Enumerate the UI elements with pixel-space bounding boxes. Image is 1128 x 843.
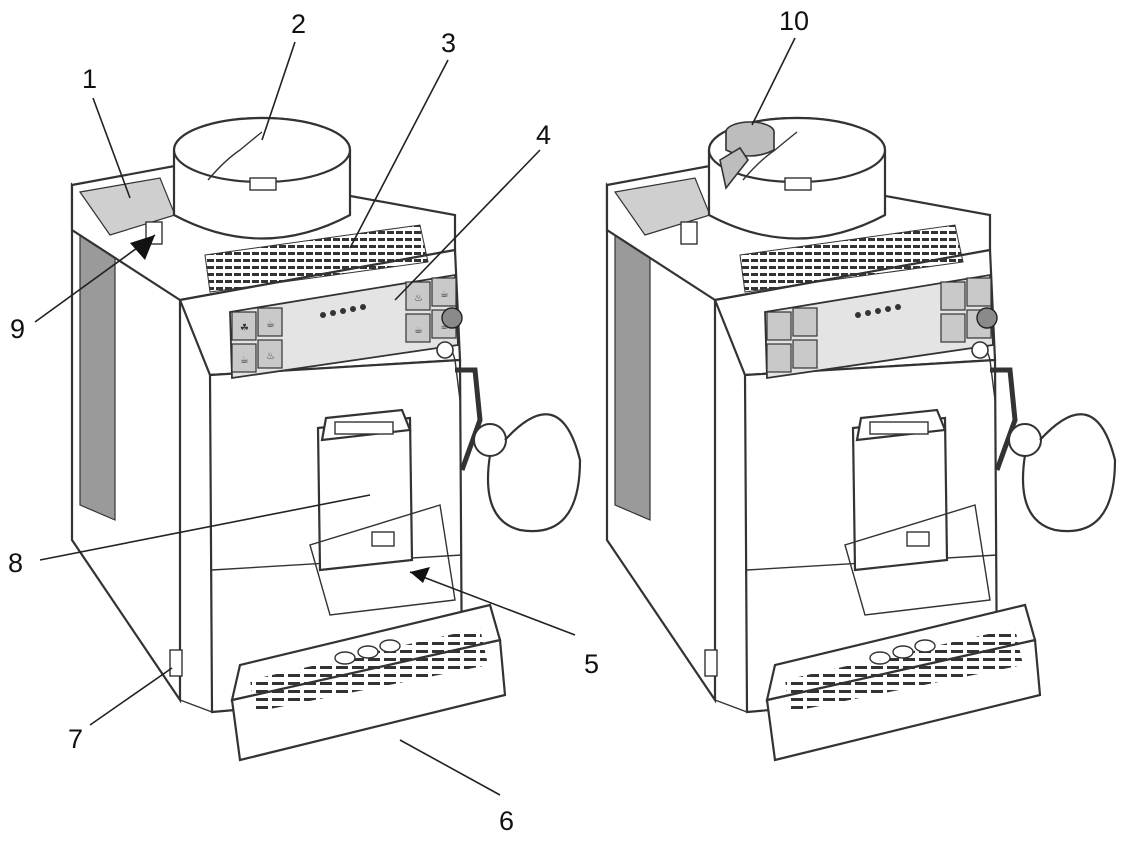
panel-glyph: ♨	[414, 293, 423, 304]
callout-labels: 1 2 3 4 5 6 7 8 9 10	[8, 6, 809, 836]
machine-right	[607, 118, 1115, 760]
callout-3: 3	[441, 28, 456, 58]
callout-9: 9	[10, 314, 25, 344]
callout-10: 10	[779, 6, 809, 36]
machine-left	[72, 118, 580, 760]
callout-7: 7	[68, 724, 83, 754]
callout-5: 5	[584, 649, 599, 679]
callout-6: 6	[499, 806, 514, 836]
panel-glyph: ☕	[440, 289, 449, 300]
callout-8: 8	[8, 548, 23, 578]
grinding-knob-10	[719, 121, 775, 190]
callout-2: 2	[291, 9, 306, 39]
panel-glyph: ☕	[414, 325, 423, 336]
panel-glyph: ☕	[240, 355, 249, 366]
panel-glyph: ☘	[240, 323, 249, 334]
callout-1: 1	[82, 64, 97, 94]
panel-glyph: ☕	[440, 321, 449, 332]
panel-glyph: ♨	[266, 351, 275, 362]
callout-4: 4	[536, 120, 551, 150]
panel-glyph: ☕	[266, 319, 275, 330]
leader-lines	[34, 37, 796, 796]
panel-glyphs-left: ☘ ☕ ☕ ♨ ♨ ☕ ☕ ☕	[240, 289, 449, 366]
